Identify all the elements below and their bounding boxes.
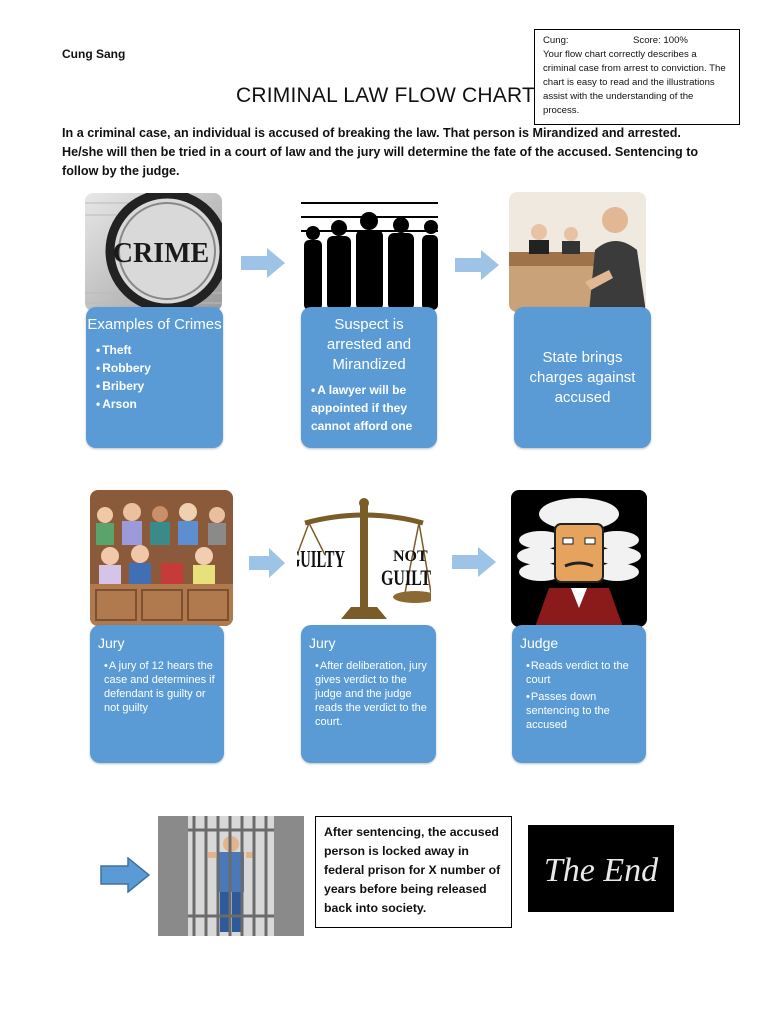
arrow-right-icon bbox=[249, 548, 293, 578]
card-heading: Jury bbox=[309, 635, 336, 651]
intro-paragraph: In a criminal case, an individual is acc… bbox=[62, 126, 699, 178]
card-heading: Examples of Crimes bbox=[87, 316, 222, 333]
not-word: NOT bbox=[393, 548, 428, 565]
bullet-item: After deliberation, jury gives verdict t… bbox=[315, 659, 430, 729]
author-name: Cung Sang bbox=[62, 47, 126, 61]
grade-name: Cung: bbox=[543, 35, 569, 46]
card-heading: Suspect is arrested and Mirandized bbox=[326, 316, 412, 373]
arrow-right-icon bbox=[241, 248, 285, 278]
guilty-word: GUILTY bbox=[297, 547, 345, 573]
jury-box-image bbox=[90, 490, 233, 626]
card-heading: Jury bbox=[98, 635, 125, 651]
courtroom-image bbox=[509, 192, 646, 312]
bullet-item: Bribery bbox=[96, 377, 223, 395]
card-heading: Judge bbox=[520, 635, 559, 651]
flow-card-judge: Judge Reads verdict to the court Passes … bbox=[512, 625, 646, 763]
bullet-item: A lawyer will be appointed if they canno… bbox=[311, 381, 431, 435]
flow-card-crimes: Examples of Crimes Theft Robbery Bribery… bbox=[86, 307, 223, 448]
the-end-word: The End bbox=[544, 852, 659, 889]
lineup-silhouettes-image bbox=[301, 195, 438, 310]
bullet-item: A jury of 12 hears the case and determin… bbox=[104, 659, 218, 715]
bullet-item: Passes down sentencing to the accused bbox=[526, 690, 640, 732]
crime-word: CRIME bbox=[113, 238, 209, 269]
card-heading: State brings charges against accused bbox=[529, 348, 636, 406]
bullet-item: Reads verdict to the court bbox=[526, 659, 640, 687]
bullet-item: Theft bbox=[96, 341, 223, 359]
arrow-right-icon bbox=[455, 250, 499, 280]
guilt-word: GUILT bbox=[381, 565, 431, 590]
grade-box: Cung: Score: 100% Your flow chart correc… bbox=[534, 29, 740, 125]
flow-card-charges: State brings charges against accused bbox=[514, 307, 651, 448]
crime-magnifier-image: CRIME bbox=[85, 193, 222, 311]
arrow-right-icon bbox=[100, 856, 151, 894]
grade-comment: Your flow chart correctly describes a cr… bbox=[543, 49, 726, 116]
flow-card-jury-2: Jury After deliberation, jury gives verd… bbox=[301, 625, 436, 763]
final-text-box: After sentencing, the accused person is … bbox=[315, 816, 512, 928]
judge-wig-image bbox=[511, 490, 647, 627]
flow-card-arrest: Suspect is arrested and Mirandized A law… bbox=[301, 307, 437, 448]
flow-card-jury-1: Jury A jury of 12 hears the case and det… bbox=[90, 625, 224, 763]
bullet-item: Arson bbox=[96, 395, 223, 413]
arrow-right-icon bbox=[452, 547, 496, 577]
grade-score: Score: 100% bbox=[633, 35, 688, 46]
the-end-image: The End bbox=[528, 825, 674, 912]
prison-cell-image bbox=[158, 816, 304, 936]
bullet-item: Robbery bbox=[96, 359, 223, 377]
scales-of-justice-image: GUILTY NOT GUILT bbox=[297, 497, 431, 625]
page-title: CRIMINAL LAW FLOW CHART bbox=[236, 84, 536, 107]
